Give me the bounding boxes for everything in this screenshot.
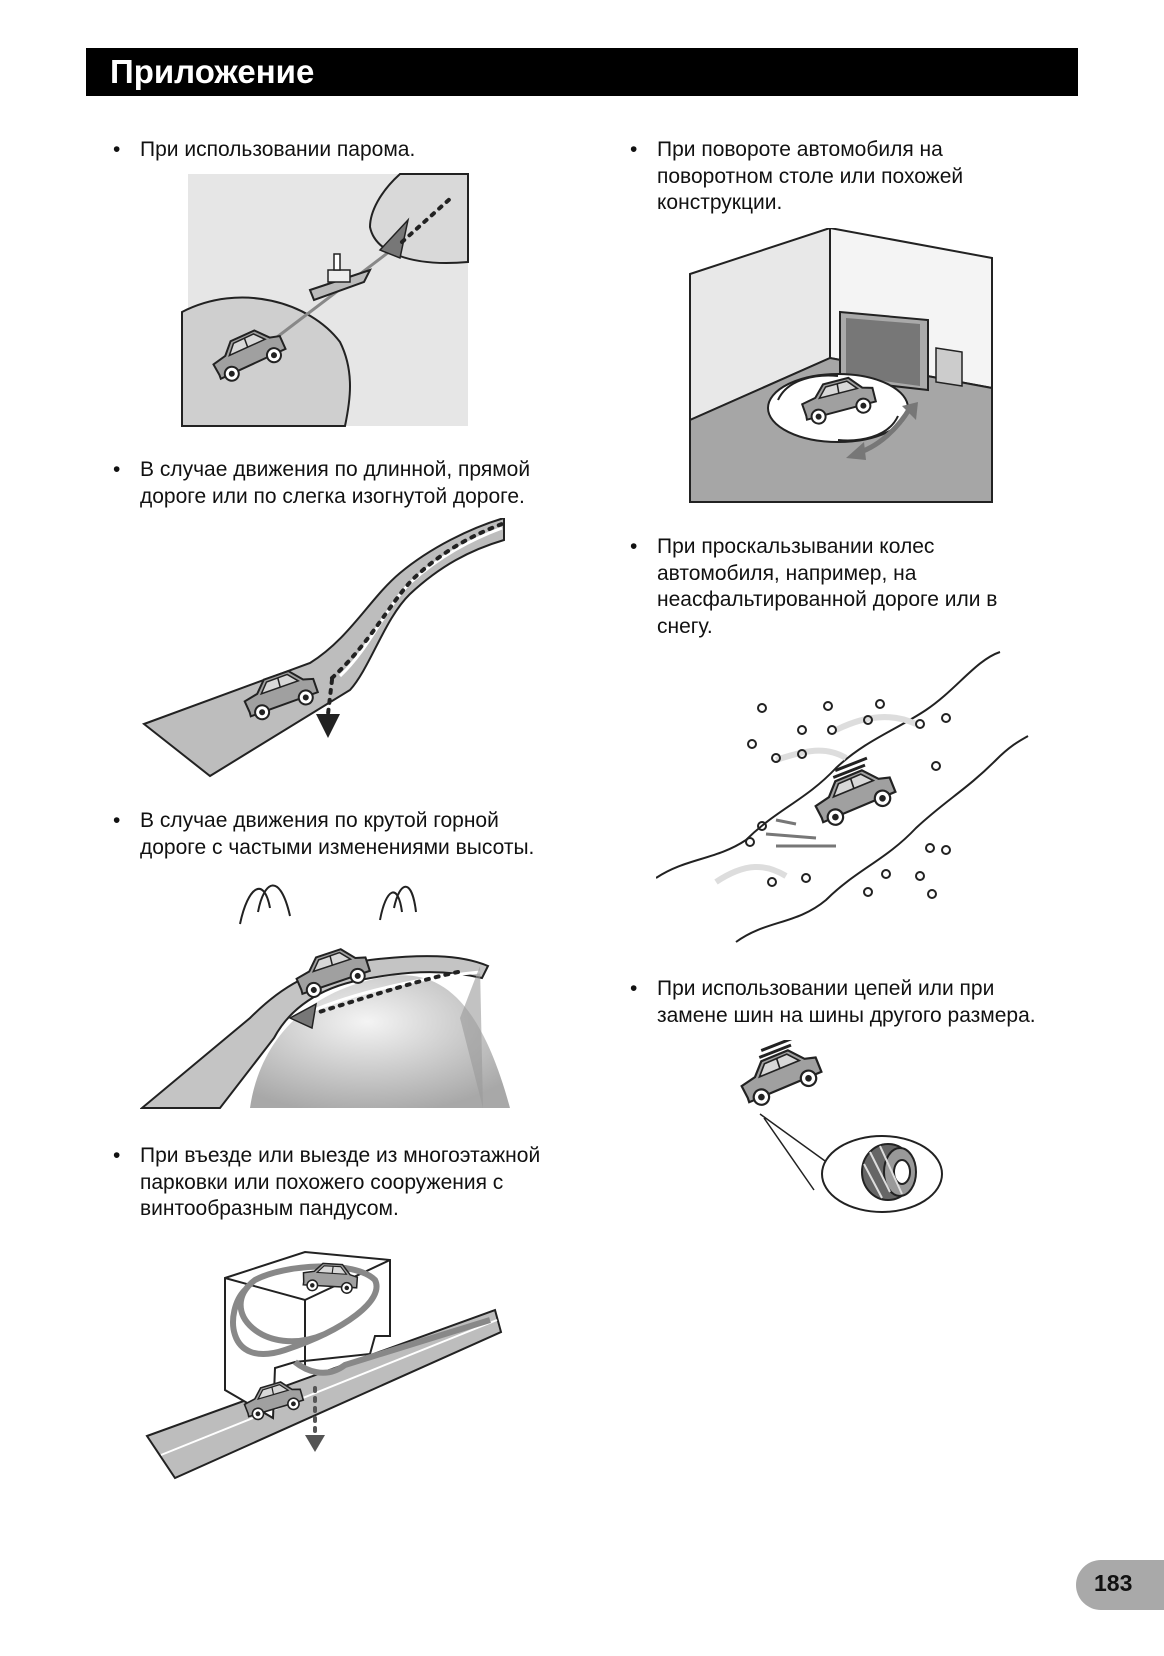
list-item-text: замене шин на шины другого размера.	[657, 1003, 1036, 1027]
list-item-text: винтообразным пандусом.	[140, 1197, 399, 1220]
list-item-text: дороге или по слегка изогнутой дороге.	[140, 484, 525, 508]
list-item-long-road: • В случае движения по длинной, прямой д…	[113, 457, 530, 510]
list-item-turntable: • При повороте автомобиля на поворотном …	[630, 137, 963, 217]
list-item-text: конструкции.	[657, 191, 783, 214]
list-item-text: поворотном столе или похожей	[657, 164, 964, 188]
list-item-text: дороге с частыми изменениями высоты.	[140, 835, 535, 859]
list-item-mountain-road: • В случае движения по крутой горной дор…	[113, 808, 534, 861]
list-item-text: В случае движения по крутой горной	[140, 809, 499, 832]
bullet-marker: •	[113, 458, 121, 481]
list-item-text: В случае движения по длинной, прямой	[140, 458, 531, 481]
list-item-ferry: • При использовании парома.	[113, 137, 415, 164]
list-item-text: парковки или похожего сооружения с	[140, 1170, 504, 1194]
list-item-chains: • При использовании цепей или при замене…	[630, 976, 1036, 1029]
parking-ramp-illustration	[145, 1250, 503, 1480]
snow-road-illustration	[656, 651, 1029, 943]
list-item-text: автомобиля, например, на	[657, 561, 917, 585]
mountain-road-illustration	[140, 884, 510, 1109]
tire-chains-illustration	[734, 1040, 943, 1213]
bullet-marker: •	[113, 138, 121, 161]
turntable-illustration	[689, 228, 993, 503]
list-item-text: При проскальзывании колес	[657, 535, 935, 558]
list-item-text: При повороте автомобиля на	[657, 138, 943, 161]
page-number-badge: 183	[1076, 1560, 1164, 1610]
list-item-text: снегу.	[657, 614, 713, 638]
bullet-marker: •	[630, 977, 638, 1000]
bullet-marker: •	[113, 1144, 121, 1167]
list-item-snow: • При проскальзывании колес автомобиля, …	[630, 534, 997, 640]
list-item-text: При въезде или выезде из многоэтажной	[140, 1144, 541, 1167]
list-item-text: неасфальтированной дороге или в	[657, 588, 998, 611]
bullet-marker: •	[113, 809, 121, 832]
bullet-marker: •	[630, 138, 638, 161]
page-title: Приложение	[110, 53, 315, 90]
ferry-illustration	[181, 173, 469, 427]
list-item-parking: • При въезде или выезде из многоэтажной …	[113, 1143, 540, 1223]
header-bar: Приложение	[86, 48, 1078, 96]
bullet-marker: •	[630, 535, 638, 558]
long-road-illustration	[141, 518, 505, 778]
list-item-text: При использовании парома.	[140, 138, 416, 161]
list-item-text: При использовании цепей или при	[657, 977, 995, 1000]
page-number: 183	[1094, 1570, 1133, 1596]
